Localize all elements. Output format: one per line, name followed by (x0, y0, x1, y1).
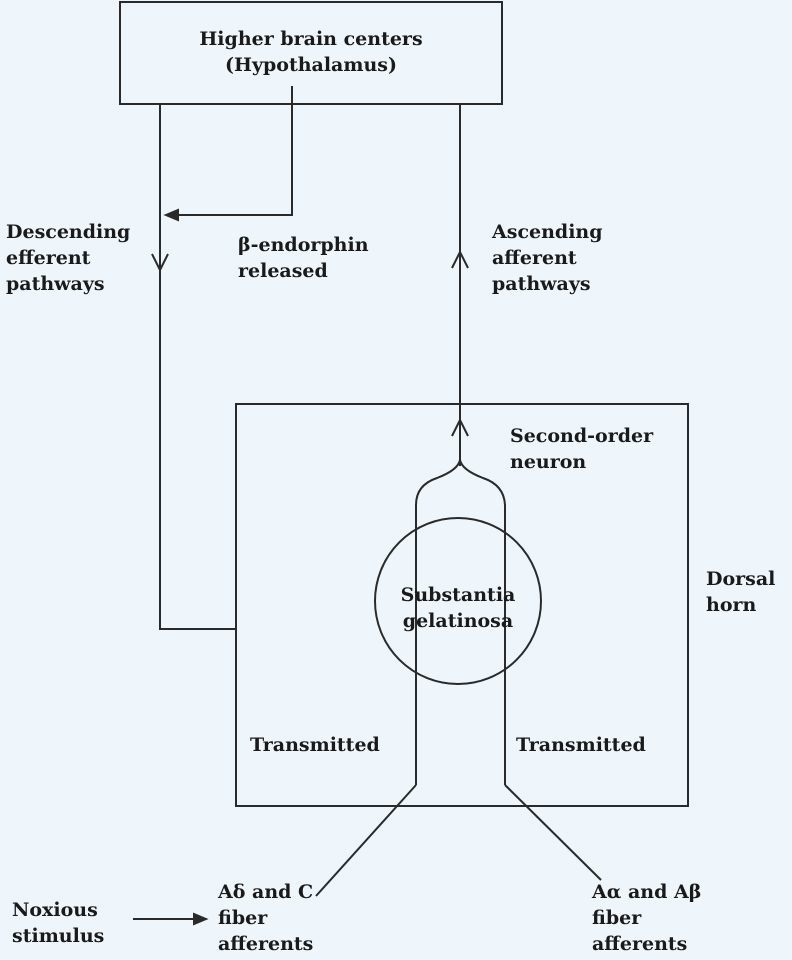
second-order-line-1: Second-order (510, 425, 654, 447)
substantia-gelatinosa-label: Substantia gelatinosa (378, 582, 538, 634)
higher-brain-line-2: (Hypothalamus) (225, 54, 397, 76)
ascending-line-2: afferent (492, 247, 577, 269)
aa-ab-line-3: afferents (592, 933, 688, 955)
substantia-line-2: gelatinosa (402, 610, 514, 632)
ascending-pathways-label: Ascending afferent pathways (492, 219, 603, 297)
ad-c-fiber-line (315, 784, 417, 897)
ascending-line-1: Ascending (492, 221, 603, 243)
descending-line-3: pathways (6, 273, 105, 295)
ad-c-line-3: afferents (218, 933, 314, 955)
endorphin-arrowhead (163, 208, 179, 222)
descending-pathways-label: Descending efferent pathways (6, 219, 130, 297)
noxious-line-2: stimulus (12, 925, 105, 947)
descending-line-2: efferent (6, 247, 91, 269)
descending-pathway-line (159, 104, 236, 630)
aa-ab-line-2: fiber (592, 907, 642, 929)
higher-brain-line-1: Higher brain centers (199, 28, 423, 50)
aa-ab-fiber-line (504, 784, 602, 881)
dorsal-horn-box (235, 403, 689, 807)
substantia-gelatinosa-circle (374, 517, 542, 685)
ascending-arrowhead-bottom (451, 417, 469, 437)
endorphin-label: β-endorphin released (238, 232, 369, 284)
noxious-stimulus-label: Noxious stimulus (12, 897, 104, 949)
second-order-line-2: neuron (510, 451, 587, 473)
ad-c-fiber-label: Aδ and C fiber afferents (218, 879, 313, 957)
dorsal-horn-line-1: Dorsal (706, 568, 776, 590)
ascending-arrowhead-top (451, 249, 469, 269)
aa-ab-fiber-label: Aα and Aβ fiber afferents (592, 879, 701, 957)
endorphin-line-2: released (238, 260, 328, 282)
substantia-line-1: Substantia (400, 584, 516, 606)
ad-c-line-1: Aδ and C (218, 881, 314, 903)
dorsal-horn-label: Dorsal horn (706, 566, 775, 618)
ad-c-line-2: fiber (218, 907, 268, 929)
aa-ab-line-1: Aα and Aβ (592, 881, 702, 903)
dorsal-horn-line-2: horn (706, 594, 757, 616)
second-order-neuron-fork (415, 459, 506, 785)
transmitted-right-label: Transmitted (516, 734, 646, 756)
higher-brain-centers-label: Higher brain centers (Hypothalamus) (120, 26, 502, 78)
noxious-stimulus-arrowhead (193, 912, 209, 926)
descending-arrowhead (151, 253, 169, 273)
higher-brain-box (119, 1, 503, 105)
ascending-line-3: pathways (492, 273, 591, 295)
noxious-line-1: Noxious (12, 899, 98, 921)
transmitted-left-label: Transmitted (250, 734, 380, 756)
second-order-neuron-label: Second-order neuron (510, 423, 653, 475)
descending-line-1: Descending (6, 221, 131, 243)
endorphin-release-line (166, 86, 293, 216)
endorphin-line-1: β-endorphin (238, 234, 369, 256)
